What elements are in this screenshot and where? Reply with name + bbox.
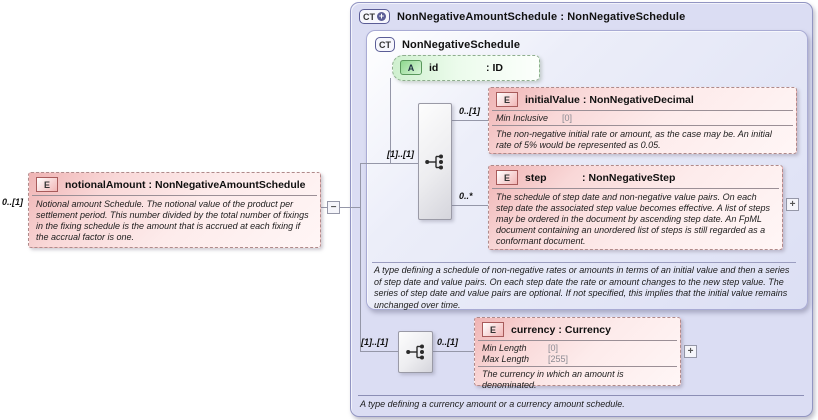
divider xyxy=(478,366,677,367)
element-initialvalue-annotation: The non-negative initial rate or amount,… xyxy=(496,129,772,150)
element-initialvalue-title: initialValue:NonNegativeDecimal xyxy=(525,93,694,106)
connector-to-id-attribute xyxy=(390,78,391,163)
cardinality-initialvalue: 0..[1] xyxy=(459,106,481,116)
inner-panel-header[interactable]: CT NonNegativeSchedule xyxy=(367,31,807,56)
element-notionalamount[interactable]: E notionalAmount:NonNegativeAmountSchedu… xyxy=(28,172,321,248)
sequence-icon xyxy=(405,344,424,360)
outer-panel-title: NonNegativeAmountSchedule : NonNegativeS… xyxy=(397,10,686,23)
expand-button-currency[interactable]: + xyxy=(684,345,697,358)
element-icon: E xyxy=(496,170,518,185)
element-step-title: step:NonNegativeStep xyxy=(525,171,676,184)
element-step-annotation: The schedule of step date and non-negati… xyxy=(496,192,770,246)
sequence-icon xyxy=(425,154,443,169)
inner-annotation-divider xyxy=(372,262,796,263)
attribute-id-header: A id:ID xyxy=(393,56,539,79)
element-notionalamount-annotation: Notional amount Schedule. The notional v… xyxy=(36,199,309,242)
attribute-id-title: id:ID xyxy=(429,61,503,74)
element-icon: E xyxy=(496,92,518,107)
connector-to-sequence2 xyxy=(360,351,398,352)
cardinality-notional: 0..[1] xyxy=(2,197,24,207)
facet-row: Max Length [255] xyxy=(482,354,569,364)
element-currency-header: E currency:Currency xyxy=(475,318,680,340)
element-currency[interactable]: E currency:Currency Min Length [0] Max L… xyxy=(474,317,681,390)
inner-panel-title: NonNegativeSchedule xyxy=(402,38,521,51)
sequence-compositor-1[interactable] xyxy=(418,103,452,220)
facet-row: Min Inclusive [0] xyxy=(496,113,573,123)
derivation-plus-icon: + xyxy=(377,11,386,21)
element-currency-annotation: The currency in which an amount is denom… xyxy=(482,369,624,390)
cardinality-step: 0..* xyxy=(459,191,473,201)
element-notionalamount-header: E notionalAmount:NonNegativeAmountSchedu… xyxy=(29,173,320,195)
divider xyxy=(492,188,779,189)
divider xyxy=(478,340,677,341)
sequence-compositor-2[interactable] xyxy=(398,331,433,373)
divider xyxy=(492,110,793,111)
complextype-derived-icon: CT+ xyxy=(359,9,390,24)
element-icon: E xyxy=(36,177,58,192)
outer-panel-annotation: A type defining a currency amount or a c… xyxy=(360,399,625,409)
cardinality-currency: 0..[1] xyxy=(437,337,459,347)
element-step[interactable]: E step:NonNegativeStep The schedule of s… xyxy=(488,165,783,250)
attribute-id[interactable]: A id:ID xyxy=(392,55,540,81)
connector-to-step xyxy=(450,205,488,206)
divider xyxy=(492,125,793,126)
complextype-icon: CT xyxy=(375,37,395,52)
element-notionalamount-title: notionalAmount:NonNegativeAmountSchedule xyxy=(65,178,306,191)
cardinality-sequence2: [1]..[1] xyxy=(361,337,388,347)
outer-panel-header[interactable]: CT+ NonNegativeAmountSchedule : NonNegat… xyxy=(351,3,812,28)
connector-to-currency xyxy=(431,351,474,352)
collapse-button[interactable]: − xyxy=(327,201,340,214)
outer-annotation-divider xyxy=(358,395,804,396)
connector-to-sequence1 xyxy=(360,163,418,164)
cardinality-sequence1: [1]..[1] xyxy=(387,149,414,159)
element-initialvalue-facets: Min Inclusive [0] xyxy=(489,111,796,125)
element-currency-facets: Min Length [0] Max Length [255] xyxy=(475,341,680,366)
element-initialvalue[interactable]: E initialValue:NonNegativeDecimal Min In… xyxy=(488,87,797,154)
divider xyxy=(32,195,317,196)
facet-row: Min Length [0] xyxy=(482,343,559,353)
expand-button-step[interactable]: + xyxy=(786,198,799,211)
connector-notional-to-tree xyxy=(319,207,361,208)
connector-trunk xyxy=(360,163,361,352)
element-initialvalue-header: E initialValue:NonNegativeDecimal xyxy=(489,88,796,110)
element-icon: E xyxy=(482,322,504,337)
connector-to-initialvalue xyxy=(450,120,488,121)
attribute-icon: A xyxy=(400,60,422,75)
inner-panel-annotation: A type defining a schedule of non-negati… xyxy=(374,265,790,310)
element-currency-title: currency:Currency xyxy=(511,323,611,336)
element-step-header: E step:NonNegativeStep xyxy=(489,166,782,188)
